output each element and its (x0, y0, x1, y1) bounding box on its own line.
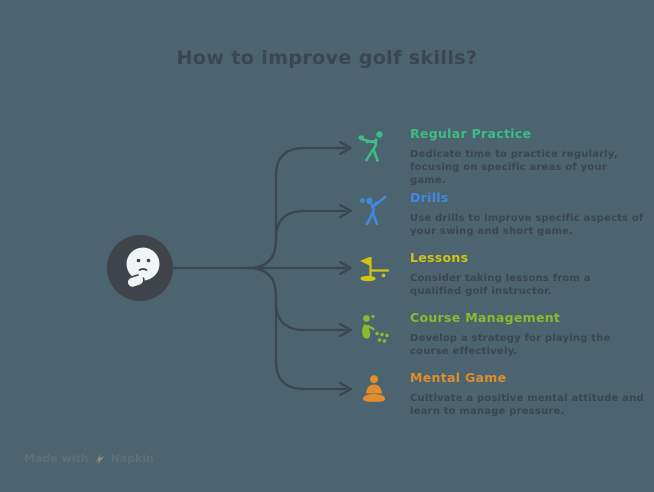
golf-drill-swing-icon (356, 193, 392, 229)
item-label: Mental Game (410, 370, 507, 385)
branch-line-1 (246, 146, 348, 270)
branch-item-course-management: Course Management Develop a strategy for… (356, 310, 611, 358)
item-text-block: Drills Use drills to improve specific as… (410, 190, 644, 238)
page-title: How to improve golf skills? (176, 47, 478, 69)
branch-line-4 (246, 266, 348, 332)
branch-line-2 (246, 209, 348, 270)
arrowhead-icon (338, 381, 353, 397)
course-strategy-icon (356, 313, 392, 349)
branch-item-lessons: Lessons Consider taking lessons from a q… (356, 250, 591, 298)
item-description: Dedicate time to practice regularly, foc… (410, 149, 618, 186)
thinking-face-icon (107, 235, 173, 301)
item-description: Cultivate a positive mental attitude and… (410, 393, 644, 417)
item-description: Consider taking lessons from a qualified… (410, 273, 591, 297)
item-description: Develop a strategy for playing the cours… (410, 333, 611, 357)
napkin-logo-icon (95, 453, 104, 464)
item-text-block: Lessons Consider taking lessons from a q… (410, 250, 591, 298)
golfer-swing-icon (356, 129, 392, 165)
item-label: Regular Practice (410, 126, 532, 141)
arrowhead-icon (338, 322, 353, 338)
credit-brand: Napkin (110, 452, 154, 465)
napkin-credit-link[interactable]: Made with Napkin (24, 452, 154, 465)
item-text-block: Mental Game Cultivate a positive mental … (410, 370, 644, 418)
credit-prefix: Made with (24, 452, 89, 465)
central-node (107, 235, 173, 301)
golf-flag-icon (356, 253, 392, 289)
item-label: Course Management (410, 310, 561, 325)
item-text-block: Regular Practice Dedicate time to practi… (410, 126, 618, 187)
branch-line-5 (246, 266, 348, 391)
arrowhead-icon (338, 203, 353, 219)
arrowhead-icon (338, 140, 353, 156)
branch-item-mental-game: Mental Game Cultivate a positive mental … (356, 370, 644, 418)
branch-item-regular-practice: Regular Practice Dedicate time to practi… (356, 126, 618, 187)
arrowhead-icon (338, 260, 353, 276)
meditation-icon (356, 373, 392, 409)
item-label: Lessons (410, 250, 469, 265)
item-description: Use drills to improve specific aspects o… (410, 213, 644, 237)
item-label: Drills (410, 190, 449, 205)
item-text-block: Course Management Develop a strategy for… (410, 310, 611, 358)
branch-item-drills: Drills Use drills to improve specific as… (356, 190, 644, 238)
